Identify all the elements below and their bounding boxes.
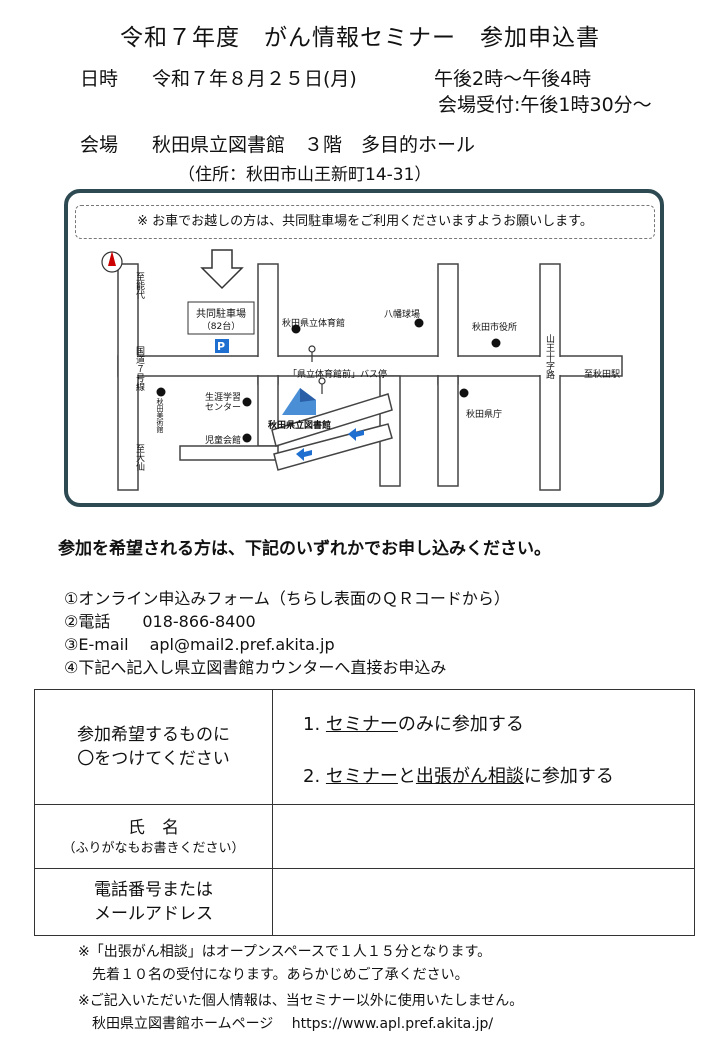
contact-input-cell[interactable]: [272, 868, 695, 936]
footnote: ※ご記入いただいた個人情報は、当セミナー以外に使用いたしません。: [78, 993, 524, 1009]
date-value: 令和７年８月２５日(月): [152, 68, 357, 90]
application-form: 参加希望するものに 〇をつけてください 1. セミナーのみに参加する 2. セミ…: [34, 689, 695, 936]
choice-cell[interactable]: 1. セミナーのみに参加する 2. セミナーと出張がん相談に参加する: [272, 689, 695, 805]
library-building-icon: [282, 388, 316, 415]
choice-label: 参加希望するものに: [77, 725, 230, 745]
choice-label-cell: 参加希望するものに 〇をつけてください: [34, 689, 273, 805]
method-item: ①オンライン申込みフォーム（ちらし表面のＱＲコードから）: [64, 589, 510, 608]
method-item: ③E-mail apl@mail2.pref.akita.jp: [64, 635, 335, 654]
map-label-children: 児童会館: [205, 436, 242, 446]
name-input-cell[interactable]: [272, 804, 695, 869]
homepage-link[interactable]: 秋田県立図書館ホームページ https://www.apl.pref.akita…: [78, 1016, 494, 1032]
parking-notice: ※ お車でお越しの方は、共同駐車場をご利用くださいますようお願いします。: [75, 205, 655, 239]
parking-icon: [215, 339, 229, 353]
down-arrow-icon: [200, 249, 244, 290]
parking-p: P: [217, 340, 226, 353]
date-label: 日時: [80, 68, 119, 90]
map-label-pref-office: 秋田県庁: [466, 410, 503, 420]
north-arrow-icon: [108, 251, 116, 266]
oneway-arrow-icon: [296, 448, 312, 461]
map-label-city-hall: 秋田市役所: [472, 323, 518, 333]
map-frame: [64, 189, 664, 507]
venue-value: 秋田県立図書館 ３階 多目的ホール: [152, 134, 476, 156]
vlabel-noshiro: 至能代: [134, 272, 144, 299]
parking-spaces: （82台）: [201, 322, 241, 332]
venue-label: 会場: [80, 134, 119, 156]
instruction-text: 参加を希望される方は、下記のいずれかでお申し込みください。: [58, 539, 551, 559]
name-note: （ふりがなもお書きください）: [62, 840, 245, 856]
name-label-cell: 氏 名 （ふりがなもお書きください）: [34, 804, 273, 869]
choice-label: 〇をつけてください: [77, 749, 230, 769]
map-label-bus-stop: 「県立体育館前」バス停: [288, 370, 388, 380]
method-item: ④下記へ記入し県立図書館カウンターへ直接お申込み: [64, 658, 447, 677]
vlabel-art-museum: 秋田美術館: [156, 398, 164, 433]
footnote: ※「出張がん相談」はオープンスペースで１人１５分となります。: [78, 944, 492, 960]
option-seminar-consult[interactable]: 2. セミナーと出張がん相談に参加する: [303, 766, 614, 787]
map-label-gym: 秋田県立体育館: [282, 319, 346, 329]
vlabel-route7: 国道７号線: [134, 346, 144, 391]
footnote: 先着１０名の受付になります。あらかじめご了承ください。: [78, 967, 469, 983]
vlabel-sannou: 山王十字路: [544, 334, 554, 379]
map-label-library: 秋田県立図書館: [268, 421, 332, 431]
page-title: 令和７年度 がん情報セミナー 参加申込書: [120, 25, 600, 51]
method-item: ②電話 018-866-8400: [64, 612, 256, 631]
contact-label-cell: 電話番号または メールアドレス: [34, 868, 273, 936]
date-time: 午後2時〜午後4時: [434, 68, 592, 90]
vlabel-omagari: 至大仙: [134, 444, 144, 471]
reception-time: 会場受付:午後1時30分〜: [438, 94, 652, 116]
map-label-lifelong: 生涯学習 センター: [205, 393, 242, 413]
option-seminar-only[interactable]: 1. セミナーのみに参加する: [303, 714, 524, 735]
oneway-arrow-icon: [348, 428, 364, 441]
contact-label: 電話番号または: [94, 880, 213, 900]
name-label: 氏 名: [128, 817, 179, 838]
parking-label: 共同駐車場: [196, 309, 246, 320]
venue-address: （住所：秋田市山王新町14-31）: [178, 165, 432, 185]
contact-label: メールアドレス: [94, 904, 213, 924]
map-label-akita-station: 至秋田駅: [584, 370, 621, 380]
map-label-hakkyo: 八幡球場: [384, 310, 421, 320]
